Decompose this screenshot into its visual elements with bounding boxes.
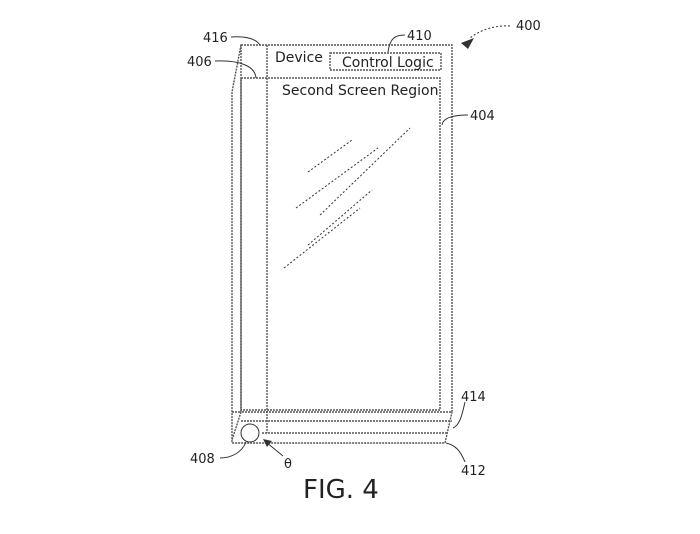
- angle-theta-label: θ: [284, 457, 292, 472]
- device-front-face: [240, 44, 453, 413]
- leader-408: [219, 441, 247, 459]
- theta-arrowhead: [263, 439, 272, 447]
- leader-400: [469, 25, 511, 39]
- ref-414: 414: [461, 390, 486, 405]
- leader-410: [387, 34, 406, 53]
- ref-412: 412: [461, 464, 486, 479]
- screen-glare-lines: [283, 127, 411, 269]
- device-side-edges: [231, 44, 453, 444]
- leader-404: [441, 114, 469, 126]
- leader-412: [445, 442, 466, 463]
- ref-406: 406: [187, 55, 212, 70]
- hinge-408: [240, 423, 260, 443]
- leader-416: [230, 36, 261, 46]
- ref-410: 410: [407, 29, 432, 44]
- control-logic-box: [329, 52, 442, 71]
- ref-408: 408: [190, 452, 215, 467]
- ref-416: 416: [203, 31, 228, 46]
- ref-400: 400: [516, 19, 541, 34]
- device-label: Device: [275, 50, 323, 66]
- leader-414: [452, 401, 466, 429]
- second-screen-region-label: Second Screen Region: [282, 83, 438, 99]
- second-screen-region: [240, 77, 441, 411]
- corner-edge: [231, 411, 242, 441]
- figure-caption: FIG. 4: [303, 475, 379, 505]
- leader-406: [214, 60, 257, 79]
- arrowhead-400: [461, 38, 474, 49]
- ref-404: 404: [470, 109, 495, 124]
- control-logic-label: Control Logic: [342, 55, 434, 71]
